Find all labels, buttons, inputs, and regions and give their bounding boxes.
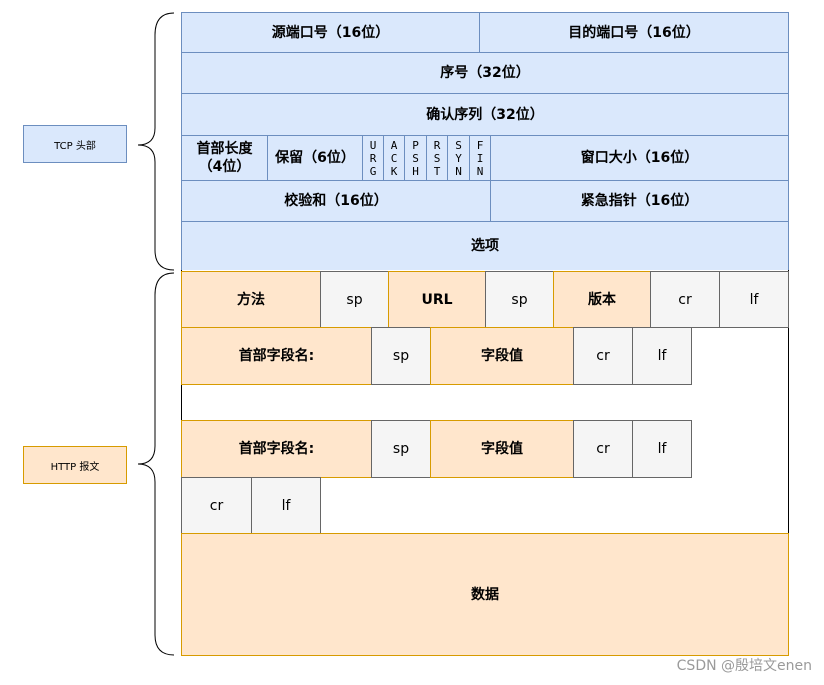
tcp-options: 选项	[181, 221, 789, 271]
http-sp-1: sp	[320, 271, 389, 328]
tcp-reserved: 保留（6位）	[267, 135, 363, 181]
http-version: 版本	[553, 271, 651, 328]
http-header-lf-2: lf	[632, 420, 692, 478]
http-request-lf: lf	[719, 271, 789, 328]
tcp-header-length-line1: 首部长度	[196, 141, 253, 157]
tcp-destination-port: 目的端口号（16位）	[479, 12, 789, 53]
http-blank-lf: lf	[251, 477, 321, 534]
tcp-header-length: 首部长度 （4位）	[181, 135, 268, 181]
http-request-cr: cr	[650, 271, 720, 328]
http-header-sp-2: sp	[371, 420, 431, 478]
http-blank-cr: cr	[181, 477, 252, 534]
tcp-checksum: 校验和（16位）	[181, 180, 491, 222]
http-method: 方法	[181, 271, 321, 328]
http-sp-2: sp	[485, 271, 554, 328]
tcp-header-length-line2: （4位）	[198, 159, 251, 175]
http-header-cr-1: cr	[573, 327, 633, 385]
http-message-label: HTTP 报文	[23, 446, 127, 484]
tcp-header-label: TCP 头部	[23, 125, 127, 163]
http-header-value-2: 字段值	[430, 420, 574, 478]
tcp-urgent-pointer: 紧急指针（16位）	[490, 180, 789, 222]
tcp-sequence-number: 序号（32位）	[181, 52, 789, 94]
http-header-cr-2: cr	[573, 420, 633, 478]
http-header-name-2: 首部字段名:	[181, 420, 372, 478]
tcp-brace	[137, 12, 175, 271]
tcp-ack-number: 确认序列（32位）	[181, 93, 789, 136]
http-header-sp-1: sp	[371, 327, 431, 385]
http-body: 数据	[181, 533, 789, 656]
tcp-window-size: 窗口大小（16位）	[490, 135, 789, 181]
http-brace	[137, 272, 175, 656]
http-header-name-1: 首部字段名:	[181, 327, 372, 385]
http-header-value-1: 字段值	[430, 327, 574, 385]
http-header-lf-1: lf	[632, 327, 692, 385]
http-url: URL	[388, 271, 486, 328]
tcp-source-port: 源端口号（16位）	[181, 12, 480, 53]
watermark: CSDN @殷培文enen	[676, 658, 812, 674]
